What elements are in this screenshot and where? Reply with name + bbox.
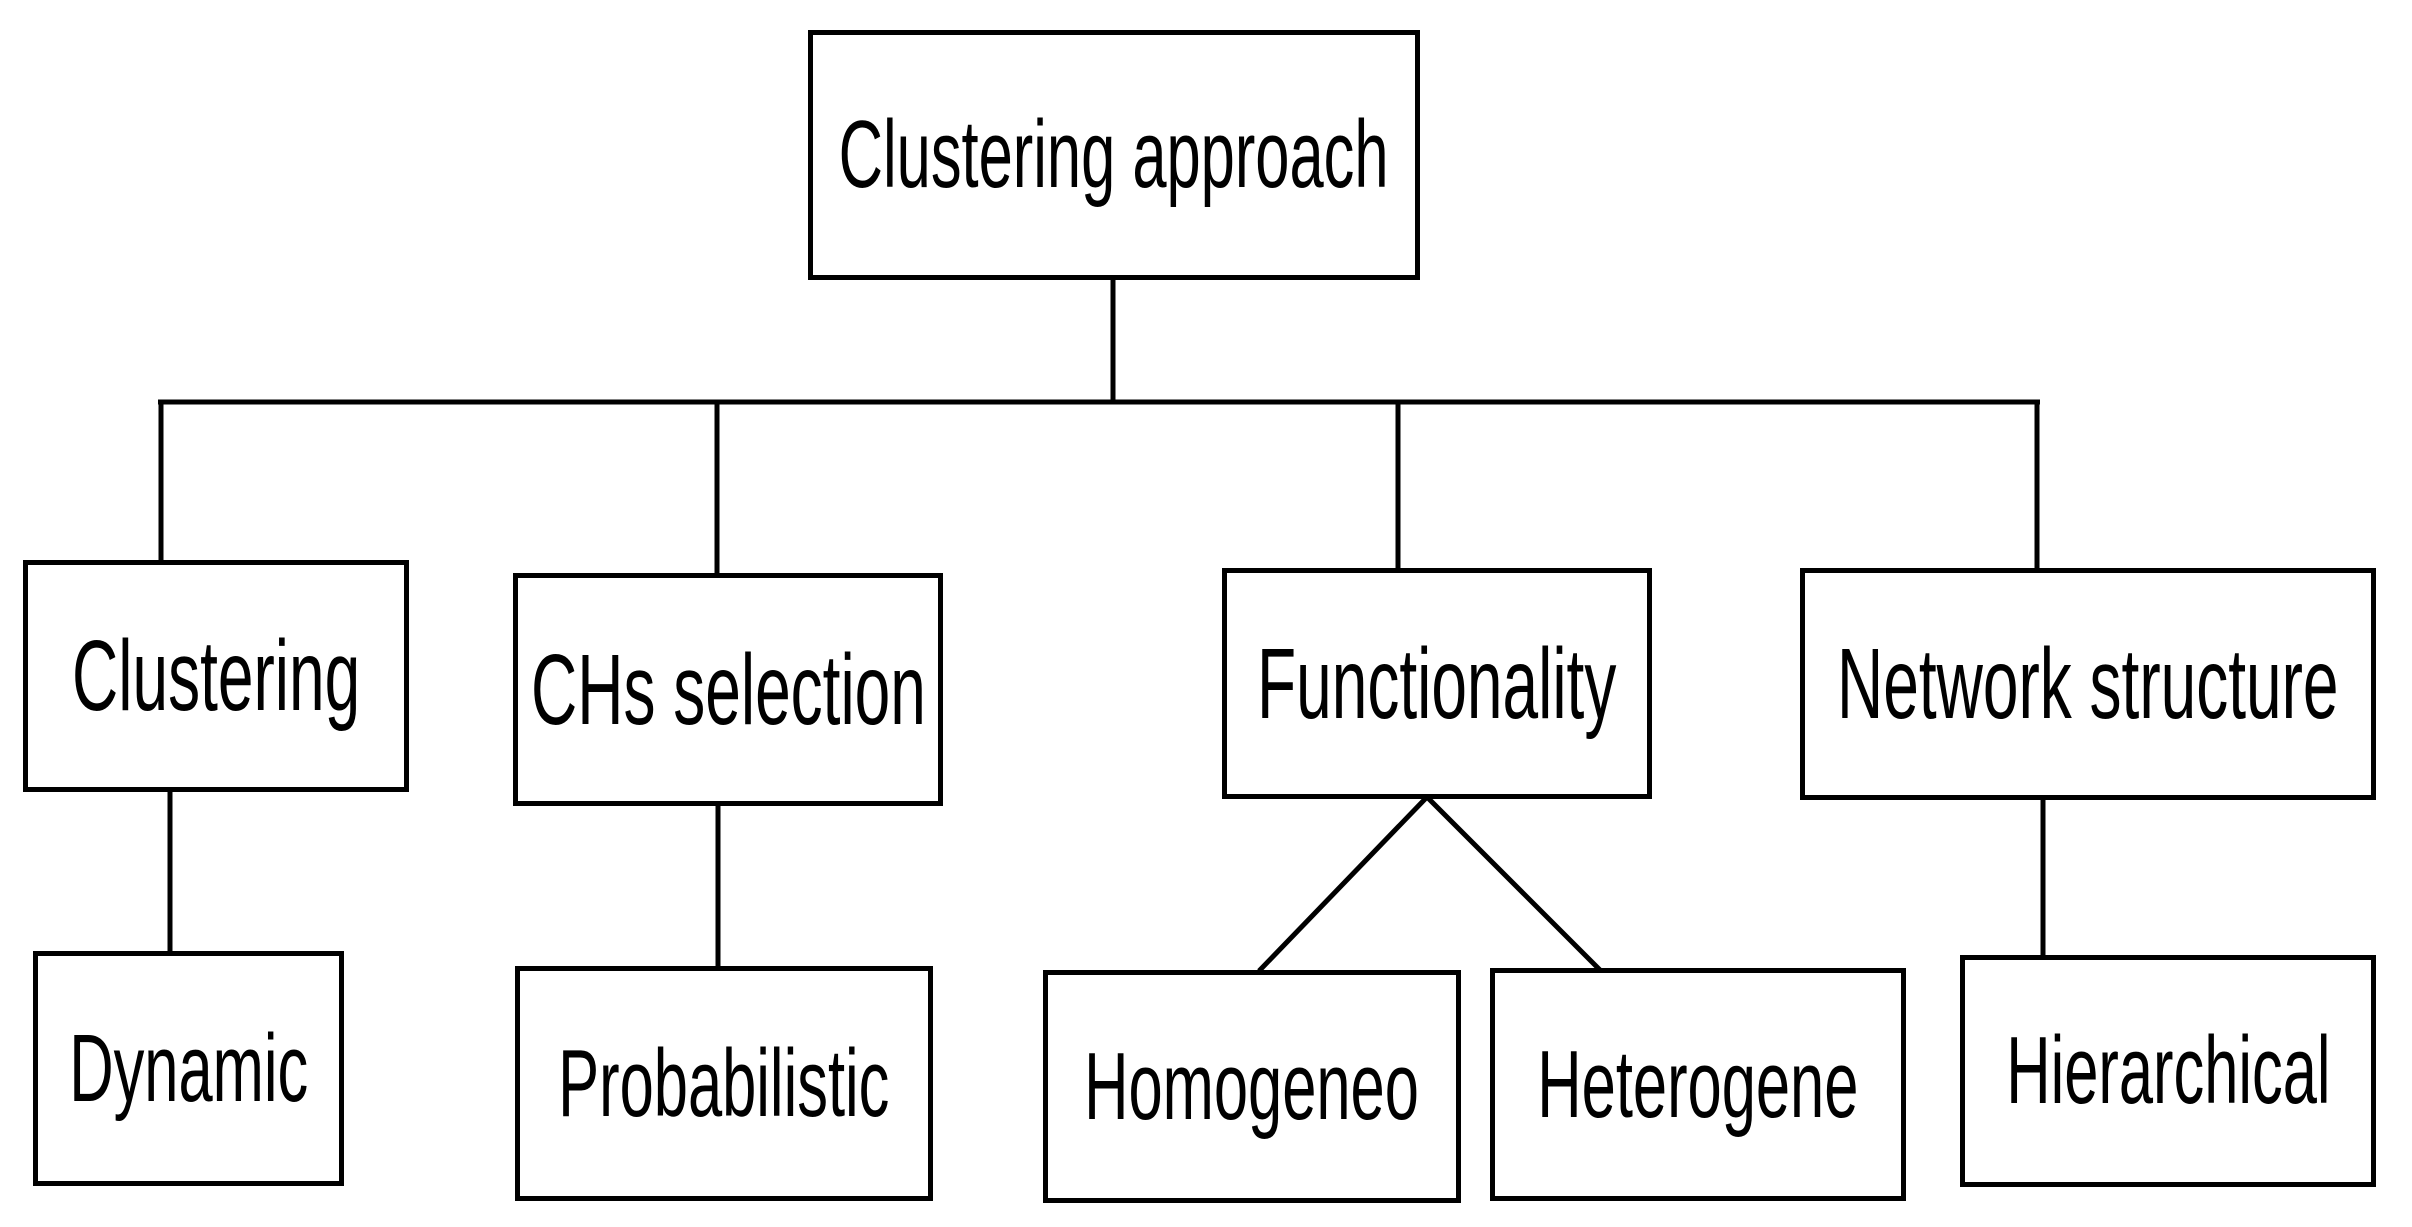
node-label-probabilistic: Probabilistic — [558, 1029, 890, 1137]
node-label-clustering: Clustering — [71, 620, 361, 732]
node-label-heterogeneous: Heterogene — [1537, 1030, 1859, 1138]
edge-functionality-to-heterogeneous — [1425, 795, 1603, 973]
node-functionality[interactable]: Functionality — [1222, 568, 1652, 799]
node-chs-selection[interactable]: CHs selection — [513, 573, 943, 806]
node-network-structure[interactable]: Network structure — [1800, 568, 2376, 800]
node-label-hierarchical: Hierarchical — [2005, 1017, 2331, 1124]
node-label-dynamic: Dynamic — [69, 1014, 308, 1122]
node-label-chs-selection: CHs selection — [530, 633, 926, 746]
node-clustering-approach[interactable]: Clustering approach — [808, 30, 1420, 280]
node-label-homogeneous: Homogeneo — [1084, 1032, 1420, 1140]
node-clustering[interactable]: Clustering — [23, 560, 409, 792]
node-probabilistic[interactable]: Probabilistic — [515, 966, 933, 1201]
node-dynamic[interactable]: Dynamic — [33, 951, 344, 1186]
node-label-network-structure: Network structure — [1837, 628, 2339, 740]
node-homogeneous[interactable]: Homogeneo — [1043, 970, 1461, 1203]
node-label-functionality: Functionality — [1257, 627, 1617, 740]
node-label-clustering-approach: Clustering approach — [839, 101, 1389, 208]
node-hierarchical[interactable]: Hierarchical — [1960, 955, 2376, 1187]
node-heterogeneous[interactable]: Heterogene — [1490, 968, 1906, 1201]
edge-functionality-to-homogeneous — [1257, 795, 1429, 973]
